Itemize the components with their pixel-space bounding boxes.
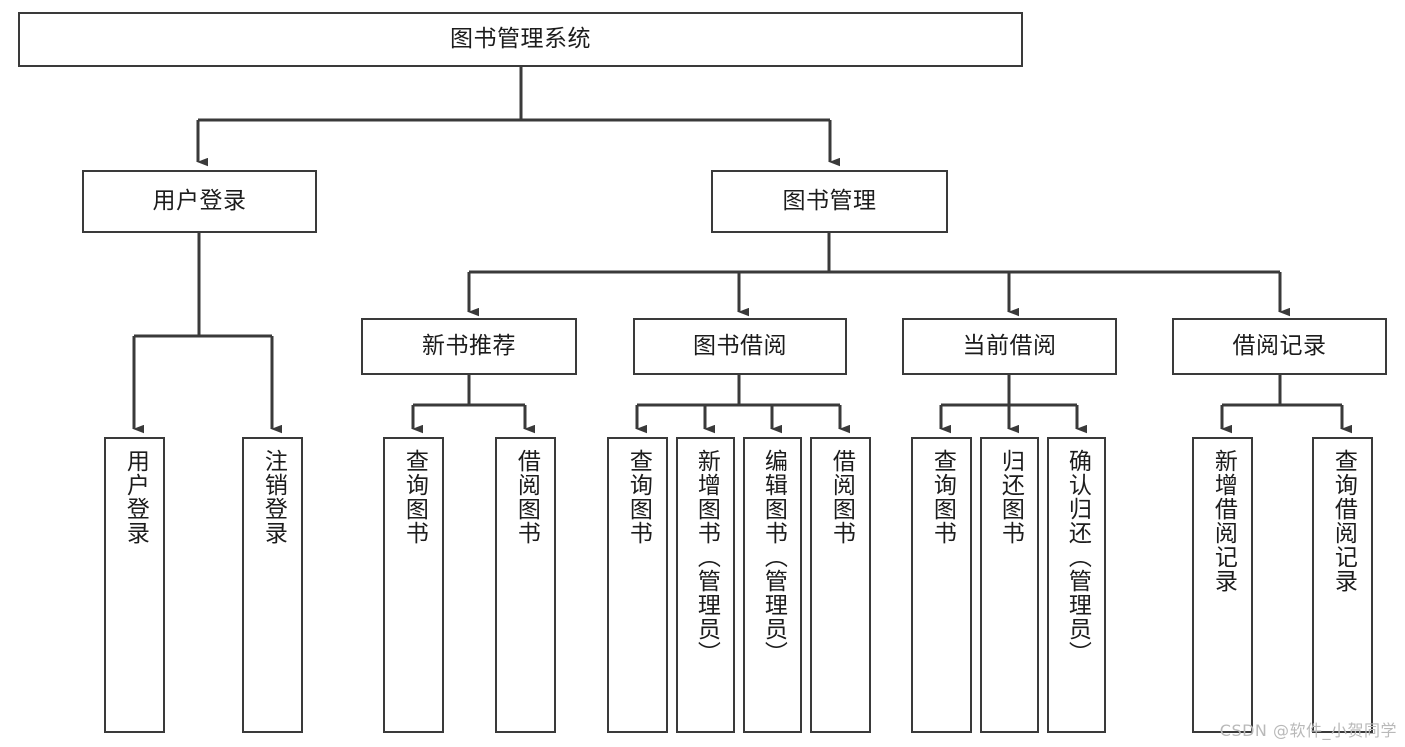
node-label: 注销登录: [260, 449, 287, 545]
node-user-login[interactable]: 用户登录: [82, 170, 317, 233]
leaf-current-borrow-confirm-return-admin[interactable]: 确认归还（管理员）: [1047, 437, 1106, 733]
node-label: 新增图书（管理员）: [693, 449, 720, 665]
node-label: 图书管理系统: [450, 25, 591, 52]
leaf-new-book-borrow-book[interactable]: 借阅图书: [495, 437, 556, 733]
node-label: 借阅图书: [828, 449, 855, 545]
node-label: 图书管理: [782, 187, 877, 214]
node-label: 归还图书: [997, 449, 1024, 545]
leaf-current-borrow-query-book[interactable]: 查询图书: [911, 437, 972, 733]
node-label: 确认归还（管理员）: [1064, 449, 1091, 665]
node-book-borrow[interactable]: 图书借阅: [633, 318, 847, 375]
leaf-user-login-login[interactable]: 用户登录: [104, 437, 165, 733]
leaf-user-login-logout[interactable]: 注销登录: [242, 437, 303, 733]
leaf-book-borrow-edit-book-admin[interactable]: 编辑图书（管理员）: [743, 437, 802, 733]
leaf-book-borrow-add-book-admin[interactable]: 新增图书（管理员）: [676, 437, 735, 733]
node-label: 当前借阅: [962, 332, 1057, 359]
leaf-current-borrow-return-book[interactable]: 归还图书: [980, 437, 1039, 733]
node-book-management[interactable]: 图书管理: [711, 170, 948, 233]
leaf-borrow-record-add-record[interactable]: 新增借阅记录: [1192, 437, 1253, 733]
node-borrow-record[interactable]: 借阅记录: [1172, 318, 1387, 375]
leaf-borrow-record-query-record[interactable]: 查询借阅记录: [1312, 437, 1373, 733]
node-label: 查询图书: [401, 449, 428, 545]
node-label: 用户登录: [152, 187, 247, 214]
node-current-borrow[interactable]: 当前借阅: [902, 318, 1117, 375]
node-label: 查询图书: [625, 449, 652, 545]
node-label: 新增借阅记录: [1210, 449, 1237, 593]
node-label: 编辑图书（管理员）: [760, 449, 787, 665]
node-label: 查询借阅记录: [1330, 449, 1357, 593]
node-root-system[interactable]: 图书管理系统: [18, 12, 1023, 67]
node-label: 新书推荐: [422, 332, 516, 359]
node-label: 借阅图书: [513, 449, 540, 545]
node-label: 借阅记录: [1232, 332, 1327, 359]
node-new-book-recommend[interactable]: 新书推荐: [361, 318, 577, 375]
node-label: 用户登录: [122, 449, 149, 545]
leaf-book-borrow-borrow-book[interactable]: 借阅图书: [810, 437, 871, 733]
leaf-new-book-query-book[interactable]: 查询图书: [383, 437, 444, 733]
node-label: 查询图书: [929, 449, 956, 545]
node-label: 图书借阅: [693, 332, 787, 359]
leaf-book-borrow-query-book[interactable]: 查询图书: [607, 437, 668, 733]
